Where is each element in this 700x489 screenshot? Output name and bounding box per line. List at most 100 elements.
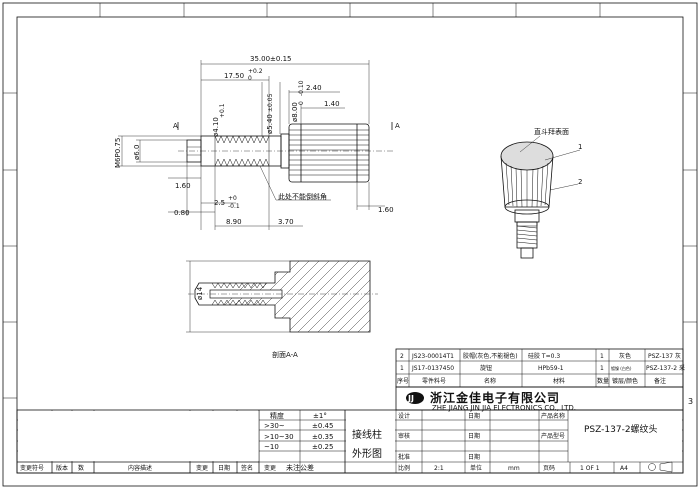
bom-row-2-color: 灰色 xyxy=(619,352,631,360)
sheet-number: 3 xyxy=(688,397,693,406)
thread-zigzag xyxy=(214,135,270,167)
dim-thread-m6: M6P0.75 xyxy=(114,138,122,168)
bom-row-2-no: 2 xyxy=(400,353,404,360)
dim-dia-6-0: ø6.0 xyxy=(133,145,141,160)
bom-row-1-color: 镀镍 (白色) xyxy=(611,365,632,371)
label-date-3: 日期 xyxy=(468,453,480,461)
label-unit: 单位 xyxy=(470,464,482,472)
dim-dia-5-40: ø5.40 xyxy=(266,114,274,134)
dim-thread-length-tol-sub: 0 xyxy=(248,75,252,82)
callout-1: 1 xyxy=(578,143,582,151)
dim-overall-length: 35.00±0.15 xyxy=(250,55,292,63)
label-design: 设计 xyxy=(398,412,410,420)
tol-range-2: >10~30 xyxy=(264,433,294,441)
dim-0-80: 0.80 xyxy=(174,209,190,217)
dim-2-5: 2.5 xyxy=(214,199,225,207)
bom-header-part-no: 零件料号 xyxy=(422,377,446,385)
projection-symbol-icon xyxy=(648,461,673,473)
product-model-value: PSZ-137-2螺纹头 xyxy=(584,423,658,435)
rev-date: 日期 xyxy=(218,464,230,472)
title-block: JJ 浙江金佳电子有限公司 ZHE JIANG JIN JIA ELECTRON… xyxy=(395,386,684,412)
knurl-lines xyxy=(289,129,369,176)
border-zone-ticks xyxy=(3,3,697,399)
dim-2-5-tol-sub: -0.1 xyxy=(228,203,240,210)
bom-row-1-material: HPb59-1 xyxy=(538,365,564,372)
dim-1-60-left: 1.60 xyxy=(175,182,191,190)
dim-thread-length-tol-sup: +0.2 xyxy=(248,68,263,75)
unit-value: mm xyxy=(508,465,520,472)
company-name-cn: 浙江金佳电子有限公司 xyxy=(430,390,560,405)
company-logo-text: JJ xyxy=(407,394,414,403)
bom-row-2-material: 硅胶 T=0.3 xyxy=(528,352,560,360)
tol-range-3: ~10 xyxy=(264,443,279,451)
tolerance-table: 精度 ±1° >30~ ±0.45 >10~30 ±0.35 ~10 ±0.25… xyxy=(264,411,333,472)
dim-thread-length: 17.50 xyxy=(224,72,244,80)
bom-row-2-qty: 1 xyxy=(600,353,604,360)
bom-header-name: 名称 xyxy=(484,377,496,385)
bom-row-1-no: 1 xyxy=(400,365,404,372)
page-value: 1 OF 1 xyxy=(580,465,600,472)
company-name-en: ZHE JIANG JIN JIA ELECTRONICS CO., LTD. xyxy=(432,404,576,412)
rev-mark: 变更符号 xyxy=(20,464,44,472)
company-logo xyxy=(406,392,424,404)
bom-header-no: 序号 xyxy=(397,377,409,385)
callout-2: 2 xyxy=(578,178,582,186)
dim-2-5-tol-sup: +0 xyxy=(228,195,237,202)
dim-dia-4-10-tol: +0.1 xyxy=(219,103,226,118)
label-approve: 批准 xyxy=(398,453,410,461)
bom-row-1-qty: 1 xyxy=(600,365,604,372)
sheet-inner-border xyxy=(16,16,684,474)
tol-value-3: ±0.25 xyxy=(312,443,333,451)
bom-row-2-remark: PSZ-137 灰 xyxy=(648,352,681,360)
revision-table: 变更符号 版本 数 内容描述 变更 日期 签名 变更 xyxy=(20,464,276,472)
tol-unmarked: 未注公差 xyxy=(286,463,314,472)
section-caption: 剖面A-A xyxy=(272,350,298,359)
rev-sign: 签名 xyxy=(241,464,253,472)
label-page: 页码 xyxy=(543,464,555,472)
dim-dia-8-00-tol-sub: -0.10 xyxy=(298,80,305,96)
rev-approved: 变更 xyxy=(264,464,276,472)
dim-dia-8-00: ø8.00 xyxy=(291,102,299,122)
section-mark-right: A xyxy=(395,122,400,130)
label-scale: 比例 xyxy=(398,464,410,472)
dim-dia-5-40-tol: ±0.05 xyxy=(267,93,274,112)
section-mark-left: A xyxy=(173,122,178,130)
label-product-name: 产品名称 xyxy=(541,412,565,420)
bom-header-color: 镀层/颜色 xyxy=(612,377,638,385)
bom-header-remark: 备注 xyxy=(654,377,666,385)
dim-1-60-right: 1.60 xyxy=(378,206,394,214)
rev-version: 版本 xyxy=(56,464,68,472)
tol-range-1: >30~ xyxy=(264,422,285,430)
tol-value-1: ±0.45 xyxy=(312,422,333,430)
size-value: A4 xyxy=(620,465,628,472)
note-no-chamfer: 此处不能倒斜角 xyxy=(278,192,327,201)
dim-8-90: 8.90 xyxy=(226,218,242,226)
product-name-line1: 接线柱 xyxy=(352,428,382,441)
knurled-head xyxy=(288,123,370,183)
side-view: A A 35.00±0.15 17.50 +0.2 0 2.40 1.40 ø4… xyxy=(114,55,400,230)
bom-row-1-part-no: JS17-0137450 xyxy=(411,365,454,372)
bom-row-2-part-no: JS23-00014T1 xyxy=(411,353,454,360)
bom-row-2-name: 胶帽(灰色,不能褪色) xyxy=(463,352,518,360)
rev-changed: 变更 xyxy=(196,464,208,472)
section-view: ø14 剖面A-A xyxy=(186,260,378,359)
rev-qty: 数 xyxy=(78,464,84,472)
dim-3-70: 3.70 xyxy=(278,218,294,226)
knurl-surface-note: 直斗拜表面 xyxy=(534,127,569,136)
label-date-1: 日期 xyxy=(468,412,480,420)
dim-1-40: 1.40 xyxy=(324,100,340,108)
product-name-line2: 外形图 xyxy=(352,448,382,460)
label-check: 审核 xyxy=(398,432,410,440)
label-product-model: 产品型号 xyxy=(541,432,565,440)
bom-table: 2 JS23-00014T1 胶帽(灰色,不能褪色) 硅胶 T=0.3 1 灰色… xyxy=(395,348,685,388)
bom-row-1-remark: PSZ-137-2 采 xyxy=(646,364,685,372)
isometric-view: 1 2 直斗拜表面 xyxy=(500,127,582,259)
dim-dia-4-10: ø4.10 xyxy=(212,117,220,137)
rev-content: 内容描述 xyxy=(128,464,152,472)
label-date-2: 日期 xyxy=(468,432,480,440)
dim-2-40: 2.40 xyxy=(306,84,322,92)
dim-dia-8-00-tol-sup: 0 xyxy=(298,101,305,105)
bom-header-material: 材料 xyxy=(553,377,565,385)
tol-header-tol: ±1° xyxy=(313,412,327,420)
